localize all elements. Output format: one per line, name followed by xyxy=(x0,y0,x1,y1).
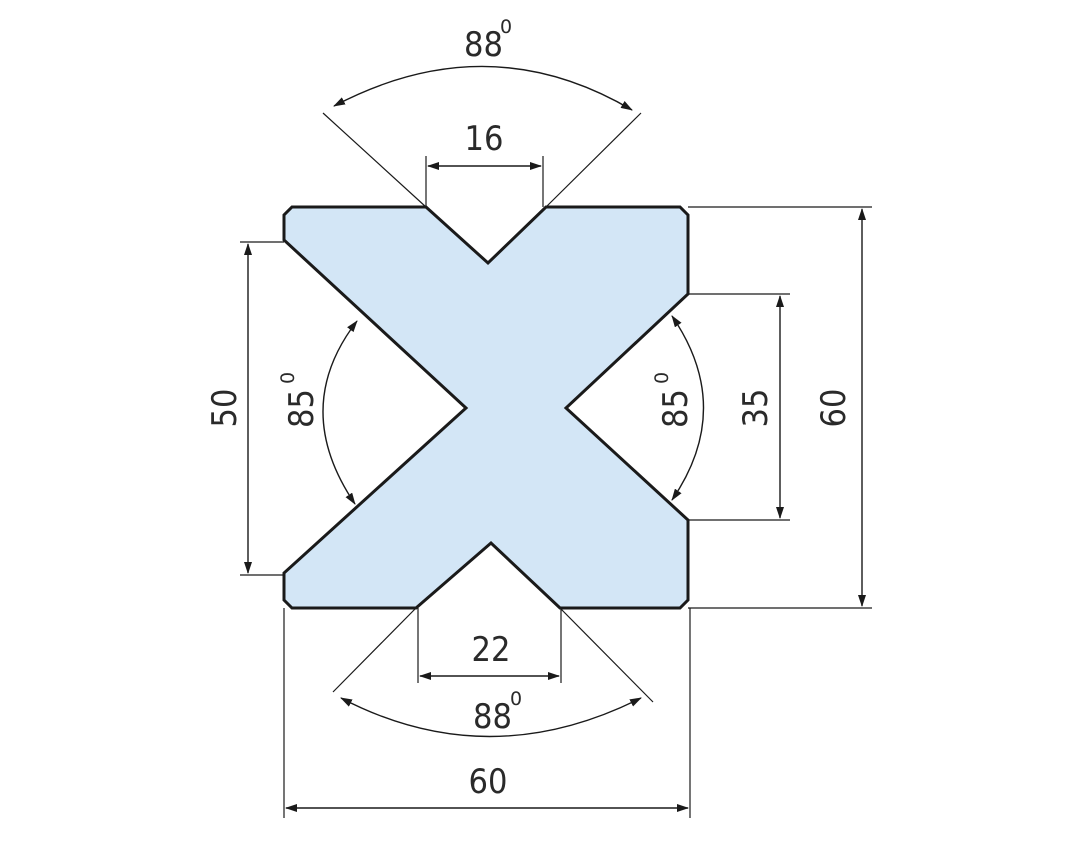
left-v-angle-degree: 0 xyxy=(277,372,299,384)
left-v-angle-label: 85 xyxy=(282,389,322,428)
bottom-v-opening-label: 22 xyxy=(472,630,511,670)
overall-height-label: 60 xyxy=(814,389,854,428)
right-v-height-label: 35 xyxy=(736,389,776,428)
overall-height-dimension xyxy=(688,206,872,609)
left-v-dimensions xyxy=(240,241,358,576)
bottom-v-dimensions xyxy=(332,607,654,738)
bottom-v-angle-label: 88 xyxy=(473,697,512,737)
right-v-angle-label: 85 xyxy=(656,389,696,428)
top-v-angle-label: 88 xyxy=(464,25,503,65)
bottom-v-angle-degree: 0 xyxy=(510,688,522,710)
top-v-dimensions xyxy=(322,65,642,208)
right-v-angle-degree: 0 xyxy=(651,372,673,384)
overall-width-label: 60 xyxy=(469,762,508,802)
overall-width-dimension xyxy=(283,608,691,818)
left-v-height-label: 50 xyxy=(205,389,245,428)
right-v-dimensions xyxy=(671,293,790,521)
top-v-angle-degree: 0 xyxy=(500,16,512,38)
die-cross-section xyxy=(282,205,690,610)
top-v-opening-label: 16 xyxy=(465,119,504,159)
